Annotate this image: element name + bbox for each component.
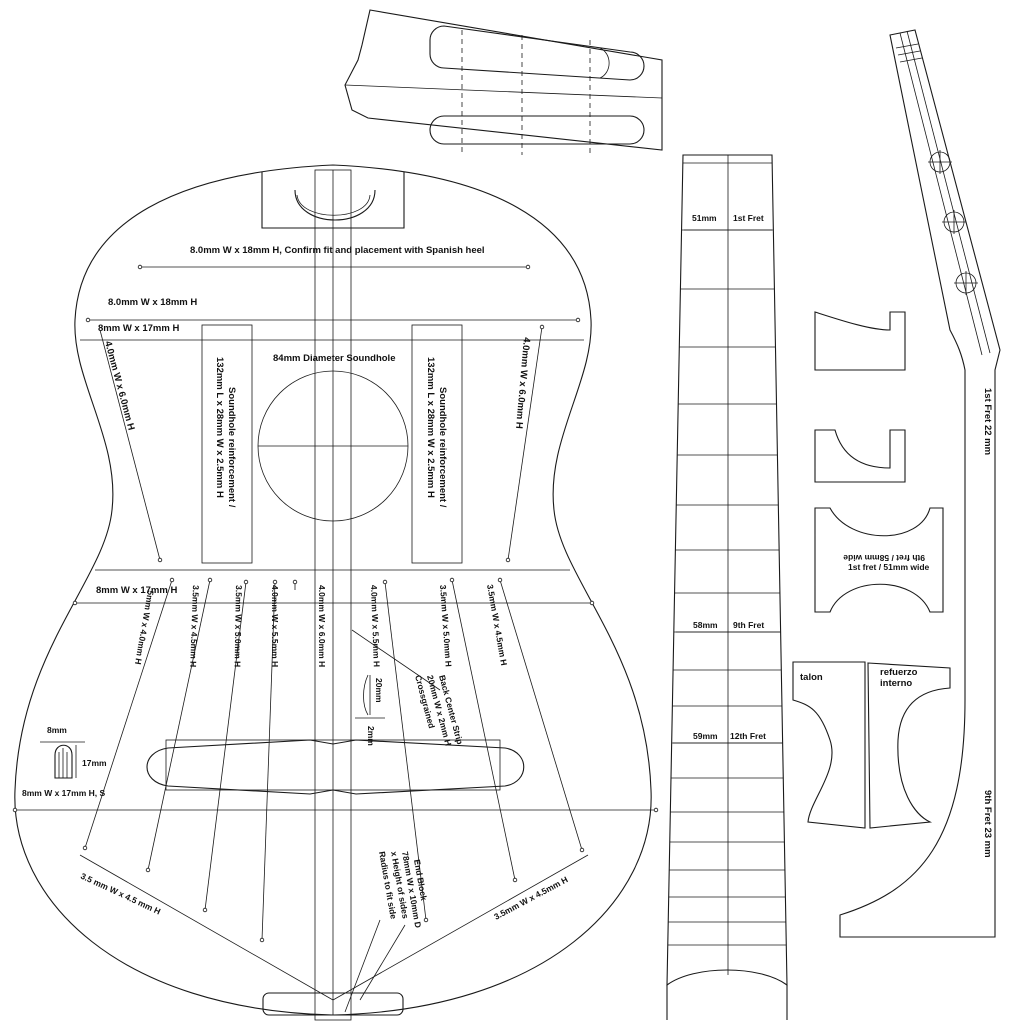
upper-brace-label-2: 8mm W x 17mm H xyxy=(98,323,179,334)
fret1-label: 1st Fret xyxy=(733,213,764,223)
diag-left-label: 4.0mm W x 6.0mm H xyxy=(102,340,136,432)
fret-lines xyxy=(667,162,787,946)
fan-4-label: 4.0mm W x 5.5mm H xyxy=(270,585,280,667)
fret12-label: 12th Fret xyxy=(730,731,766,741)
fretboard-annotations: 51mm 1st Fret 58mm 9th Fret 59mm 12th Fr… xyxy=(692,213,766,741)
fretboard xyxy=(666,154,788,1020)
closing-left-label: 3.5 mm W x 4.5 mm H xyxy=(79,871,162,917)
upper-brace-label-1: 8.0mm W x 18mm H xyxy=(108,297,197,308)
refuerzo-label-2: interno xyxy=(880,678,912,689)
fan-2-label: 3.5mm W x 4.5mm H xyxy=(188,585,201,668)
template-line-1: 9th fret / 58mm wide xyxy=(843,553,925,563)
fret1-width: 51mm xyxy=(692,213,717,223)
closing-right-label: 3.5mm W x 4.5mm H xyxy=(492,874,569,921)
fan-center-label: 4.0mm W x 6.0mm H xyxy=(317,585,327,667)
refuerzo-label-1: refuerzo xyxy=(880,667,918,678)
talon-label: talon xyxy=(800,672,823,683)
fan-5-label: 4.0mm W x 5.5mm H xyxy=(369,585,382,668)
lower-brace-label: 8mm W x 17mm H xyxy=(96,585,177,596)
fan-7-label: 3.5mm W x 4.5mm H xyxy=(485,584,509,667)
guitar-body-top xyxy=(12,164,659,1021)
dim-2mm: 2mm xyxy=(366,726,376,746)
neck-side-profile: 1st Fret 22 mm 9th Fret 23 mm xyxy=(839,29,1001,938)
profile-width: 8mm xyxy=(47,725,67,735)
neck-templates: 9th fret / 58mm wide 1st fret / 51mm wid… xyxy=(814,311,944,613)
neck-fret9-label: 9th Fret 23 mm xyxy=(982,790,993,858)
fret9-label: 9th Fret xyxy=(733,620,764,630)
neck-fret1-label: 1st Fret 22 mm xyxy=(982,388,993,455)
reinf-right-1: Soundhole reinforcement / xyxy=(437,387,448,508)
reinf-right-2: 132mm L x 28mm W x 2.5mm H xyxy=(425,357,436,498)
reinf-left-2: 132mm L x 28mm W x 2.5mm H xyxy=(214,357,225,498)
soundhole-label: 84mm Diameter Soundhole xyxy=(273,353,395,364)
profile-label: 8mm W x 17mm H, S xyxy=(22,788,105,798)
heel-brace-label: 8.0mm W x 18mm H, Confirm fit and placem… xyxy=(190,245,485,256)
fan-3-label: 3.5mm W x 5.0mm H xyxy=(233,585,244,667)
template-line-2: 1st fret / 51mm wide xyxy=(848,562,930,572)
reinf-left-1: Soundhole reinforcement / xyxy=(226,387,237,508)
fan-6-label: 3.5mm W x 5.0mm H xyxy=(438,584,454,667)
fret9-width: 58mm xyxy=(693,620,718,630)
body-annotations: 8.0mm W x 18mm H, Confirm fit and placem… xyxy=(22,245,570,929)
fret12-width: 59mm xyxy=(693,731,718,741)
profile-height: 17mm xyxy=(82,758,107,768)
heel-pieces: talon refuerzo interno xyxy=(792,661,951,829)
fan-braces xyxy=(82,577,585,943)
dim-20mm: 20mm xyxy=(374,678,384,703)
headstock xyxy=(344,9,663,155)
fan-1-label: 5mm W x 4.0mm H xyxy=(133,590,156,666)
